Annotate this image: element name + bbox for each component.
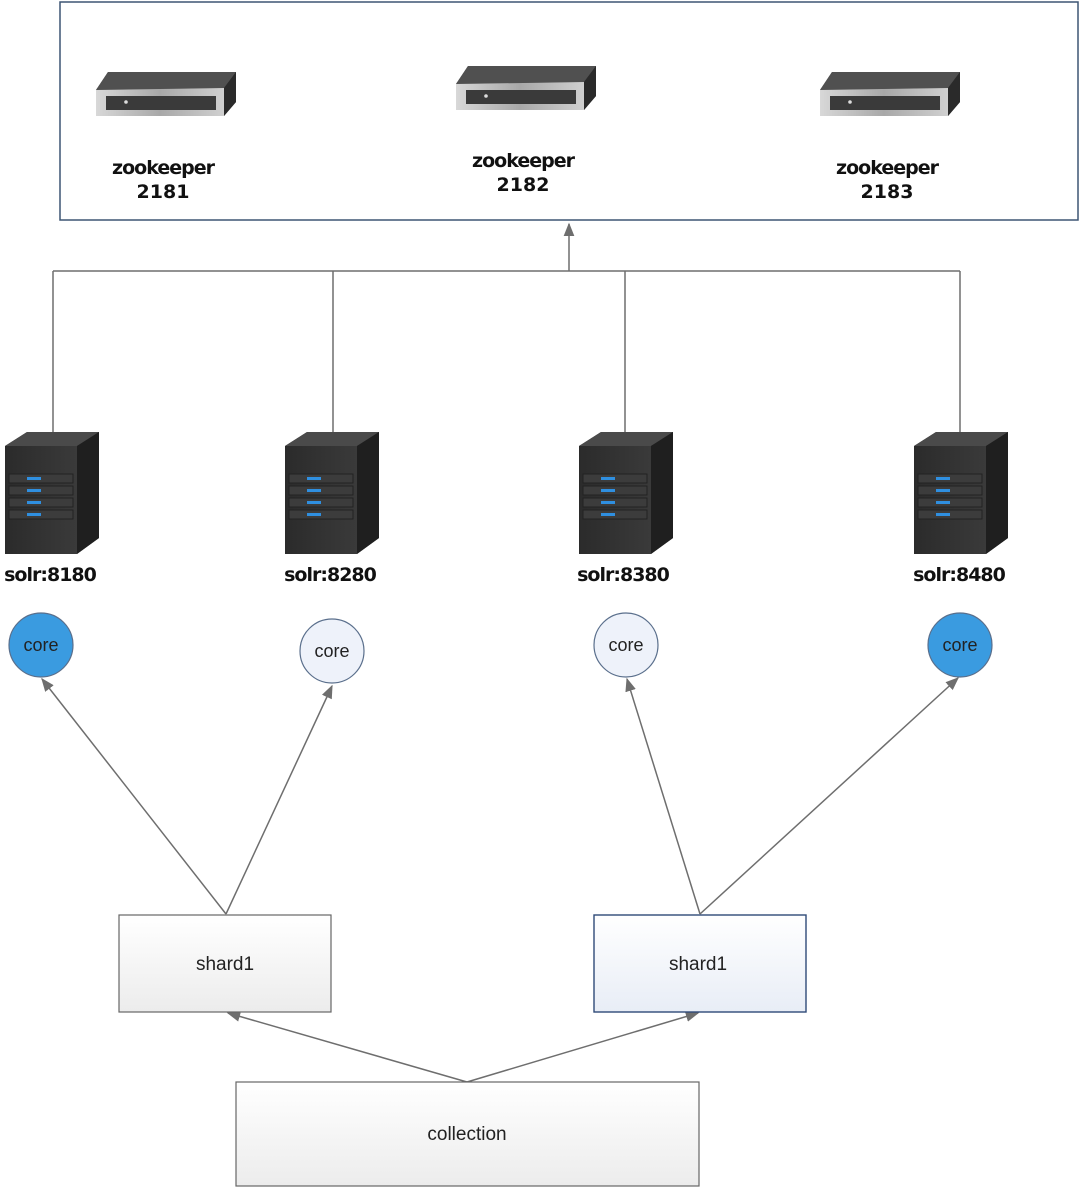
shard-label: shard1 xyxy=(196,954,254,975)
core-node xyxy=(593,612,659,678)
solr-node-label: solr:8280 xyxy=(284,564,377,586)
solr-server-icon xyxy=(579,432,673,554)
shard-box xyxy=(593,914,807,1013)
solr-server-icon xyxy=(285,432,379,554)
collection-box xyxy=(235,1081,700,1187)
replication-arrows xyxy=(41,677,959,1083)
core-node xyxy=(8,612,74,678)
solr-server-icon xyxy=(5,432,99,554)
zookeeper-port: 2182 xyxy=(497,174,550,196)
zookeeper-server-icon xyxy=(820,72,960,116)
solr-node-label: solr:8180 xyxy=(4,564,97,586)
zookeeper-name: zookeeper xyxy=(836,157,940,179)
zookeeper-port: 2181 xyxy=(137,181,190,203)
shard-label: shard1 xyxy=(669,954,727,975)
core-label: core xyxy=(314,641,349,661)
shard-box xyxy=(118,914,332,1013)
zookeeper-connection-lines xyxy=(52,222,961,440)
zookeeper-name: zookeeper xyxy=(112,157,216,179)
zookeeper-server-icon xyxy=(456,66,596,110)
zookeeper-port: 2183 xyxy=(861,181,914,203)
solr-node-label: solr:8380 xyxy=(577,564,670,586)
core-node xyxy=(299,618,365,684)
core-label: core xyxy=(608,635,643,655)
core-label: core xyxy=(942,635,977,655)
solr-server-icon xyxy=(914,432,1008,554)
core-label: core xyxy=(23,635,58,655)
core-node xyxy=(927,612,993,678)
solr-node-label: solr:8480 xyxy=(913,564,1006,586)
zookeeper-name: zookeeper xyxy=(472,150,576,172)
zookeeper-server-icon xyxy=(96,72,236,116)
collection-label: collection xyxy=(427,1124,506,1145)
